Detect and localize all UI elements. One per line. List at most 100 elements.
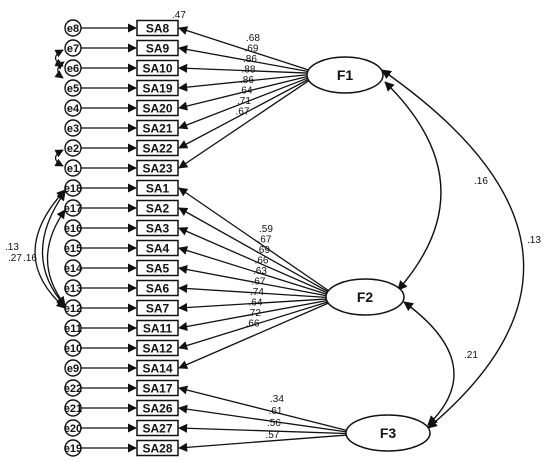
- error-circle-e3: [64, 119, 82, 137]
- observed-label-SA19: SA19: [142, 82, 172, 96]
- observed-box-SA28: [136, 439, 179, 457]
- loading-path-F3-SA28: [178, 434, 351, 452]
- observed-label-SA21: SA21: [142, 122, 172, 136]
- loading-label-F1-3: .88: [242, 65, 256, 76]
- error-label-e4: e4: [67, 103, 80, 115]
- observed-label-SA17: SA17: [142, 382, 172, 396]
- observed-label-SA7: SA7: [146, 302, 170, 316]
- loading-label-F3-2: .56: [267, 418, 281, 429]
- loading-label-F2-7: .64: [249, 298, 263, 309]
- label-layer: SA8e8.47SA9e7SA10e6SA19e5SA20e4SA21e3SA2…: [64, 10, 397, 456]
- loading-path-F2-SA6: [178, 283, 331, 299]
- corr-label-f2-f3: .21: [464, 350, 478, 361]
- observed-label-SA12: SA12: [142, 342, 172, 356]
- error-circle-e12: [64, 299, 82, 317]
- loading-path-F1-SA19: [178, 73, 312, 92]
- loading-path-F3-SA26: [178, 404, 351, 434]
- error-label-e2: e2: [67, 143, 79, 155]
- observed-label-SA11: SA11: [143, 322, 173, 336]
- error-label-e18: e18: [64, 183, 82, 195]
- observed-box-SA8: [136, 19, 179, 37]
- observed-label-SA20: SA20: [142, 102, 172, 116]
- err-cov-curve-e6-e5: [54, 61, 65, 79]
- corr-curve-f1-f2: [384, 81, 442, 291]
- error-circle-e5: [64, 79, 82, 97]
- loading-path-F2-SA2: [178, 207, 331, 294]
- corr-curve-f1-f3: [381, 69, 525, 429]
- loading-path-F1-SA23: [178, 78, 312, 169]
- error-label-e17: e17: [64, 203, 82, 215]
- observed-box-SA20: [136, 99, 179, 117]
- error-label-e15: e15: [64, 243, 82, 255]
- err-cov-curve-e2-e1: [54, 149, 64, 167]
- loading-path-F1-SA22: [178, 77, 312, 149]
- error-label-e14: e14: [64, 263, 83, 275]
- err-cov-label-1: .13: [5, 242, 19, 253]
- loading-label-F1-0: .68: [246, 33, 260, 44]
- error-circle-e20: [64, 419, 82, 437]
- observed-box-SA21: [136, 119, 179, 137]
- loading-label-F1-4: .86: [240, 75, 254, 86]
- observed-box-SA26: [136, 399, 179, 417]
- observed-box-SA11: [136, 319, 179, 337]
- observed-label-SA1: SA1: [146, 182, 170, 196]
- err-cov-curve-1: [34, 189, 66, 309]
- error-circle-e9: [64, 359, 82, 377]
- loading-label-F2-5: .67: [252, 277, 266, 288]
- loading-label-F1-1: .69: [245, 44, 259, 55]
- observed-label-SA5: SA5: [146, 262, 170, 276]
- error-circle-e17: [64, 199, 82, 217]
- error-label-e10: e10: [64, 343, 82, 355]
- err-cov-label-3: .16: [23, 253, 37, 264]
- err-cov-label-2: .27: [8, 253, 22, 264]
- observed-box-SA4: [136, 239, 179, 257]
- loading-label-F1-6: .71: [237, 96, 251, 107]
- observed-label-SA6: SA6: [146, 282, 170, 296]
- observed-box-SA9: [136, 39, 179, 57]
- observed-box-SA1: [136, 179, 179, 197]
- loading-label-F2-9: .66: [246, 319, 260, 330]
- loading-path-F1-SA10: [178, 63, 312, 74]
- observed-label-SA4: SA4: [146, 242, 170, 256]
- observed-box-SA12: [136, 339, 179, 357]
- observed-box-SA2: [136, 199, 179, 217]
- loading-label-F2-2: .69: [256, 245, 270, 256]
- observed-box-SA14: [136, 359, 179, 377]
- loading-label-F3-1: .61: [269, 406, 283, 417]
- loading-path-F2-SA7: [178, 298, 331, 313]
- error-label-e5: e5: [67, 83, 79, 95]
- observed-box-SA3: [136, 219, 179, 237]
- loading-path-F1-SA9: [178, 44, 312, 73]
- loading-path-F2-SA12: [178, 300, 331, 350]
- observed-label-SA14: SA14: [142, 362, 172, 376]
- observed-box-SA10: [136, 59, 179, 77]
- observed-label-SA9: SA9: [146, 42, 170, 56]
- error-circle-e4: [64, 99, 82, 117]
- error-label-e1: e1: [67, 163, 79, 175]
- factor-label-F3: F3: [380, 425, 397, 441]
- loading-path-F2-SA5: [178, 265, 331, 298]
- observed-box-SA17: [136, 379, 179, 397]
- loading-path-F2-SA11: [178, 299, 331, 331]
- error-circle-e21: [64, 399, 82, 417]
- error-circle-e2: [64, 139, 82, 157]
- loading-label-F3-0: .34: [270, 394, 284, 405]
- error-label-e19: e19: [64, 443, 82, 455]
- observed-box-SA27: [136, 419, 179, 437]
- observed-label-SA23: SA23: [142, 162, 172, 176]
- error-circle-e11: [64, 319, 82, 337]
- corr-curve-f2-f3: [403, 301, 455, 426]
- error-circle-e6: [64, 59, 82, 77]
- error-circle-e19: [64, 439, 82, 457]
- loading-path-F1-SA21: [178, 76, 312, 130]
- loading-label-F2-6: .74: [250, 287, 264, 298]
- error-label-e12: e12: [64, 303, 82, 315]
- loading-label-F2-1: .67: [258, 235, 272, 246]
- error-circle-e8: [64, 19, 82, 37]
- error-label-e13: e13: [64, 283, 82, 295]
- factor-ellipse-F1: [306, 56, 384, 94]
- loading-label-F2-8: .72: [247, 308, 261, 319]
- corr-label-f1-f2: .16: [474, 176, 488, 187]
- error-circle-e15: [64, 239, 82, 257]
